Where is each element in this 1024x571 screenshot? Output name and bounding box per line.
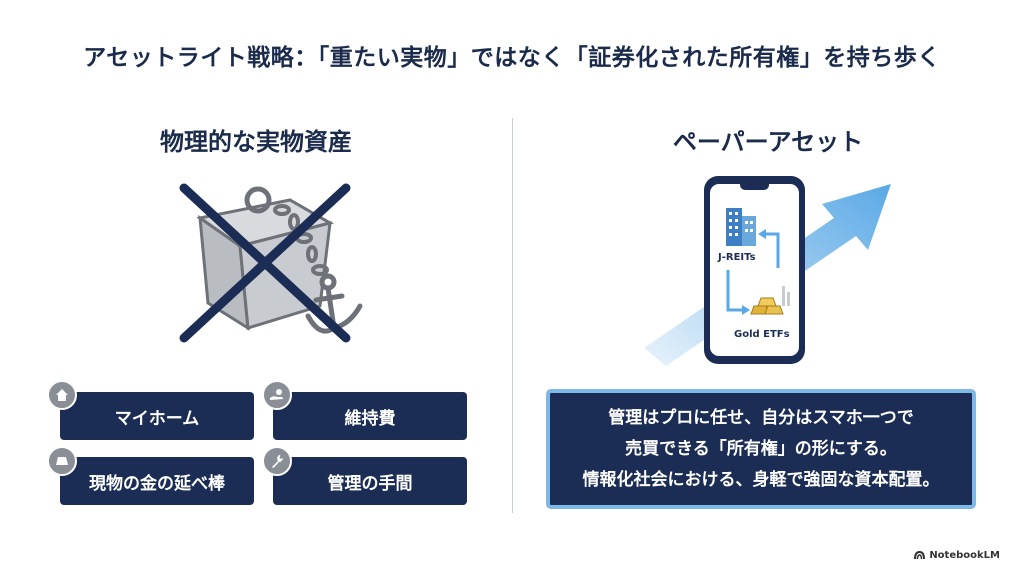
asset-item-label: マイホーム: [114, 408, 200, 429]
right-section-heading: ペーパーアセット: [672, 128, 864, 156]
phone-label-j-reits: J-REITs: [718, 252, 756, 263]
exchange-arrows-icon: [726, 229, 780, 315]
wrench-icon: [262, 446, 292, 476]
footer-brand-text: NotebookLM: [929, 550, 1000, 561]
house-icon: [47, 380, 77, 410]
anchor-weight-crossed-illustration: [179, 183, 363, 343]
prohibit-cross-icon: [179, 183, 351, 343]
smartphone-screen: J-REITs Gold ETFs: [710, 184, 799, 356]
section-divider: [512, 118, 513, 513]
gold-bar-icon: [47, 446, 77, 476]
asset-item-management-effort: 管理の手間: [273, 457, 467, 505]
message-line: 管理はプロに任せ、自分はスマホ一つで: [608, 407, 914, 428]
page-title: アセットライト戦略：「重たい実物」ではなく「証券化された所有権」を持ち歩く: [83, 45, 941, 71]
phone-label-gold-etfs: Gold ETFs: [734, 329, 790, 340]
left-section-heading: 物理的な実物資産: [160, 128, 352, 156]
footer-brand: NotebookLM: [914, 550, 1000, 561]
money-hand-icon: [262, 380, 292, 410]
asset-item-maintenance-cost: 維持費: [273, 392, 467, 440]
smartphone-frame: J-REITs Gold ETFs: [704, 176, 805, 364]
asset-item-label: 維持費: [344, 408, 396, 429]
message-line: 情報化社会における、身軽で強固な資本配置。: [582, 469, 940, 490]
asset-item-gold-bar: 現物の金の延べ棒: [60, 457, 254, 505]
chain-icon: [273, 204, 329, 276]
building-icon: [726, 208, 756, 246]
asset-item-my-home: マイホーム: [60, 392, 254, 440]
notebooklm-logo-icon: [914, 551, 926, 560]
asset-item-label: 現物の金の延べ棒: [89, 473, 225, 494]
asset-item-label: 管理の手間: [327, 473, 413, 494]
phone-notch: [740, 184, 769, 190]
strategy-message-box: 管理はプロに任せ、自分はスマホ一つで 売買できる「所有権」の形にする。 情報化社…: [546, 389, 976, 509]
gold-bars-icon: [750, 286, 790, 315]
message-line: 売買できる「所有権」の形にする。: [625, 438, 897, 459]
